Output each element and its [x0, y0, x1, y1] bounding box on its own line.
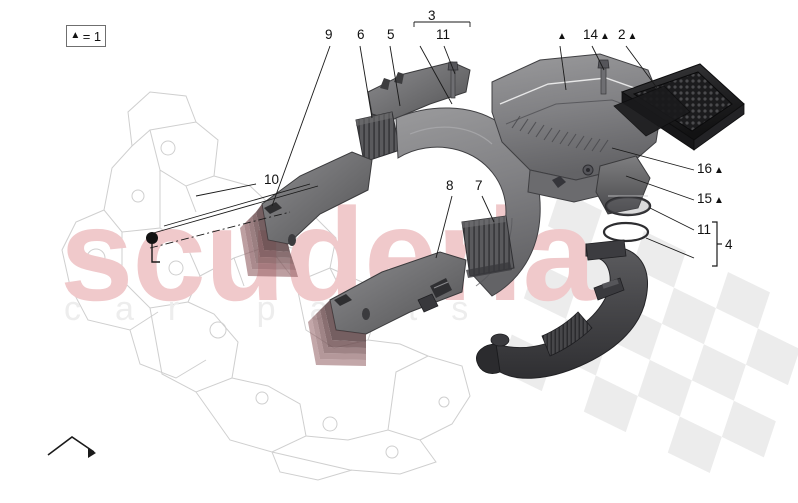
part-bolt-11-top [447, 61, 459, 99]
legend-equals: = [82, 28, 91, 44]
callout-15: 15▲ [697, 191, 724, 206]
legend-box: ▲ = 1 [66, 25, 106, 47]
callout-11-top: 11 [436, 27, 451, 42]
part-bellows-upper-left [355, 111, 401, 163]
part-bellows-mid [461, 215, 515, 278]
part-bracket-small [417, 293, 439, 313]
direction-arrow-icon [47, 436, 96, 458]
callout-6: 6 [357, 27, 365, 42]
checkered-flag-watermark [499, 190, 798, 474]
triangle-icon: ▲ [714, 165, 724, 176]
callout-triangle-1: ▲ [555, 28, 567, 42]
callout-14: 14▲ [583, 27, 610, 42]
callout-2: 2▲ [618, 27, 638, 42]
callout-5: 5 [387, 27, 395, 42]
callout-3: 3 [428, 8, 436, 23]
marker-pin-10 [146, 232, 160, 263]
callout-16: 16▲ [697, 161, 724, 176]
part-air-box-housing [491, 53, 663, 215]
part-left-duct [240, 151, 373, 277]
triangle-icon: ▲ [600, 31, 610, 42]
legend-triangle-icon: ▲ [70, 30, 81, 41]
callout-10: 10 [264, 172, 280, 187]
callout-8: 8 [446, 178, 454, 193]
part-air-filter-element [613, 63, 745, 151]
triangle-icon: ▲ [627, 31, 638, 42]
callout-7: 7 [475, 178, 483, 193]
engine-block-ghost-outline [61, 91, 471, 481]
callout-4: 4 [725, 237, 733, 252]
part-lower-left-duct [308, 251, 467, 366]
part-clamp-rings [602, 195, 652, 243]
part-lower-right-intake-hose [476, 239, 648, 379]
part-bolt-14 [597, 59, 610, 95]
triangle-icon: ▲ [557, 31, 567, 42]
callout-11-right: 11 [697, 222, 712, 237]
triangle-icon: ▲ [714, 195, 724, 206]
leader-lines [149, 21, 722, 267]
legend-value: 1 [93, 28, 102, 44]
callout-9: 9 [325, 27, 333, 42]
